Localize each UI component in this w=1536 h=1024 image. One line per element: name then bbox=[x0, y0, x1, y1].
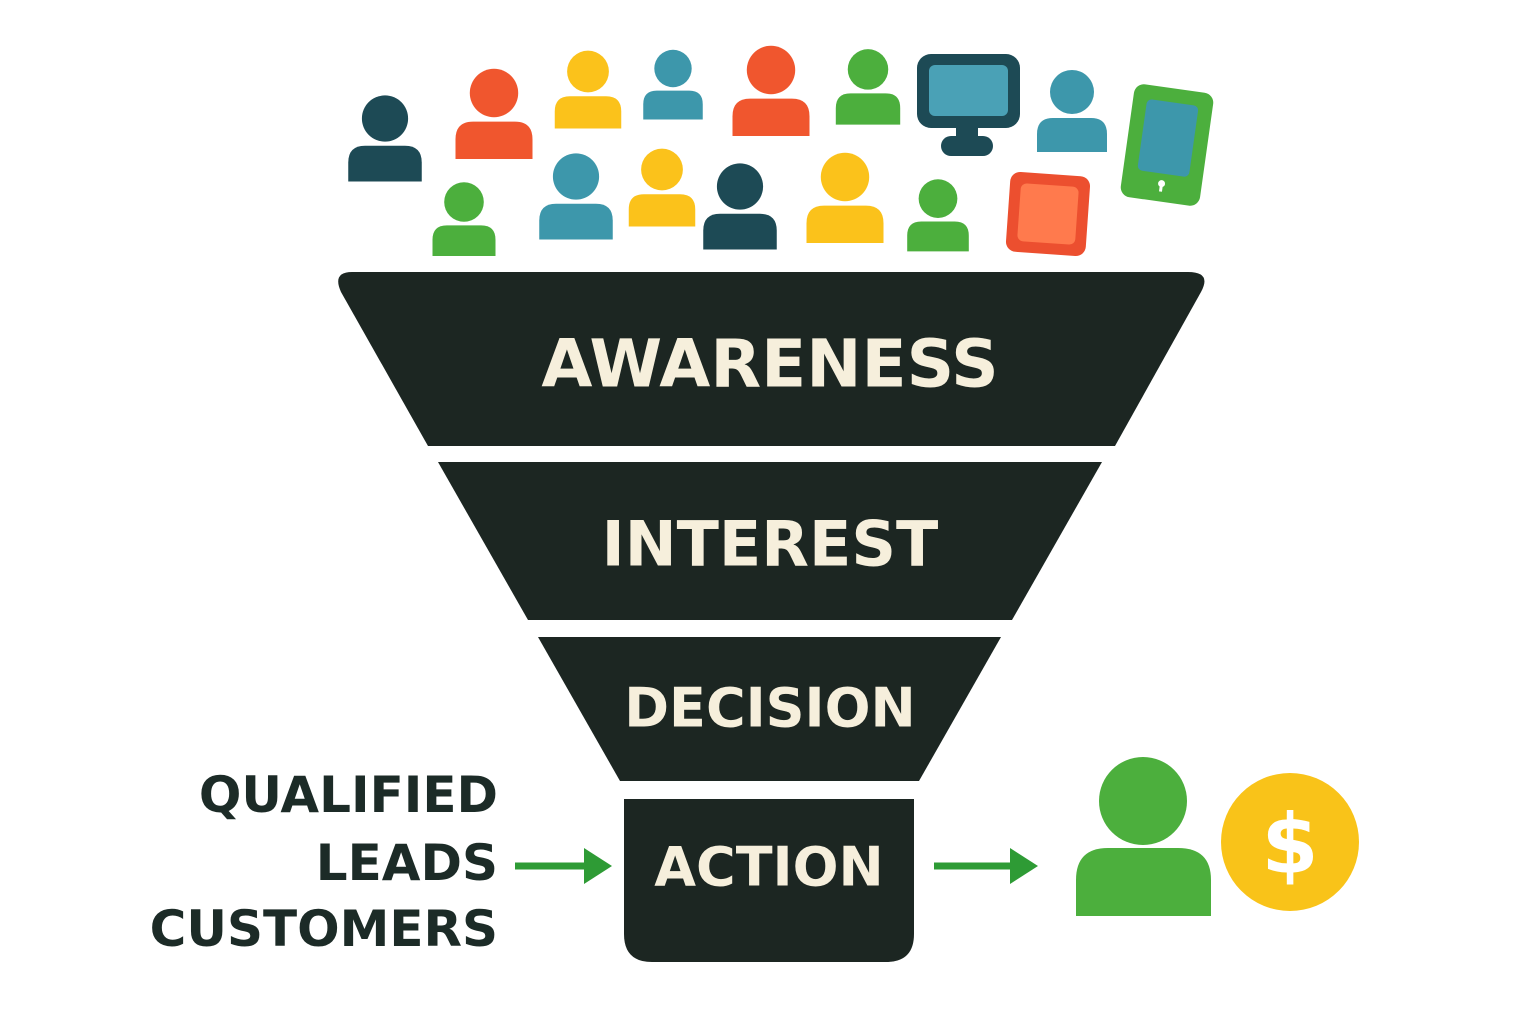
funnel: AWARENESS INTEREST DECISION ACTION bbox=[338, 272, 1205, 962]
person-icon bbox=[835, 49, 901, 125]
label-customers: CUSTOMERS bbox=[149, 900, 498, 958]
funnel-stage-awareness bbox=[338, 272, 1205, 446]
person-icon bbox=[907, 179, 969, 252]
stage-label-interest: INTEREST bbox=[602, 508, 939, 581]
stage-label-decision: DECISION bbox=[624, 677, 916, 740]
person-icon bbox=[1037, 70, 1107, 152]
person-icon bbox=[703, 163, 777, 250]
person-icon bbox=[539, 153, 613, 240]
person-icon bbox=[348, 95, 422, 182]
label-qualified: QUALIFIED bbox=[198, 766, 498, 824]
tablet-icon bbox=[1005, 171, 1091, 257]
person-icon bbox=[643, 49, 703, 120]
person-icon bbox=[732, 45, 810, 136]
person-icon bbox=[455, 68, 533, 159]
label-leads: LEADS bbox=[315, 834, 498, 892]
currency-symbol: $ bbox=[1261, 798, 1318, 893]
arrow-right-icon bbox=[515, 848, 612, 884]
audience-crowd bbox=[348, 45, 1214, 257]
funnel-stage-interest bbox=[438, 462, 1102, 620]
funnel-stage-action bbox=[624, 799, 914, 962]
monitor-icon bbox=[917, 54, 1020, 156]
dollar-coin-icon: $ bbox=[1221, 773, 1359, 911]
stage-label-action: ACTION bbox=[654, 836, 883, 899]
person-icon bbox=[432, 182, 496, 256]
smartphone-icon bbox=[1120, 84, 1214, 206]
person-icon bbox=[806, 152, 884, 243]
stage-label-awareness: AWARENESS bbox=[541, 326, 998, 403]
person-icon bbox=[628, 148, 696, 227]
person-icon bbox=[554, 50, 622, 129]
customer-icon bbox=[1076, 757, 1211, 916]
arrow-right-icon bbox=[934, 848, 1038, 884]
funnel-stage-decision bbox=[538, 637, 1001, 781]
